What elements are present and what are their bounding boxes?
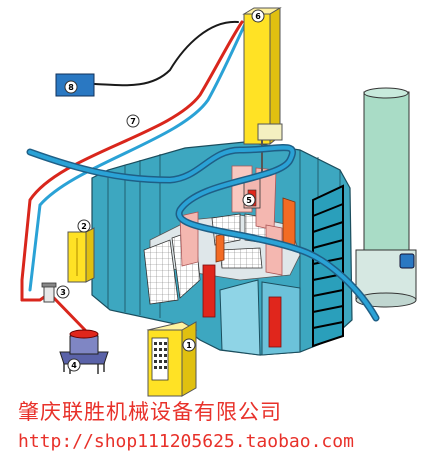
- callout-2: 2: [77, 219, 91, 233]
- shop-url[interactable]: http://shop111205625.taobao.com: [18, 431, 354, 452]
- callout-1-label: 1: [186, 341, 192, 350]
- callout-1: 1: [182, 338, 196, 352]
- conveyor-rail: [26, 144, 380, 322]
- callout-5-label: 5: [246, 196, 252, 205]
- callout-4: 4: [67, 358, 81, 372]
- collector-cylinder: [355, 87, 417, 308]
- paint-tank: [59, 329, 109, 374]
- callout-6-label: 6: [255, 12, 261, 21]
- callout-6: 6: [251, 9, 265, 23]
- callout-7: 7: [126, 114, 140, 128]
- callout-8: 8: [64, 80, 78, 94]
- control-cabinet: [146, 321, 198, 397]
- callout-7-label: 7: [130, 117, 136, 126]
- callout-4-label: 4: [71, 361, 77, 370]
- callout-5: 5: [242, 193, 256, 207]
- callout-2-label: 2: [81, 222, 87, 231]
- callout-8-label: 8: [68, 83, 74, 92]
- side-control-panel: [67, 227, 95, 283]
- lift-column: [242, 7, 283, 178]
- air-regulator: [41, 282, 57, 303]
- callout-3: 3: [56, 285, 70, 299]
- callout-3-label: 3: [60, 288, 66, 297]
- company-name: 肇庆联胜机械设备有限公司: [18, 400, 282, 424]
